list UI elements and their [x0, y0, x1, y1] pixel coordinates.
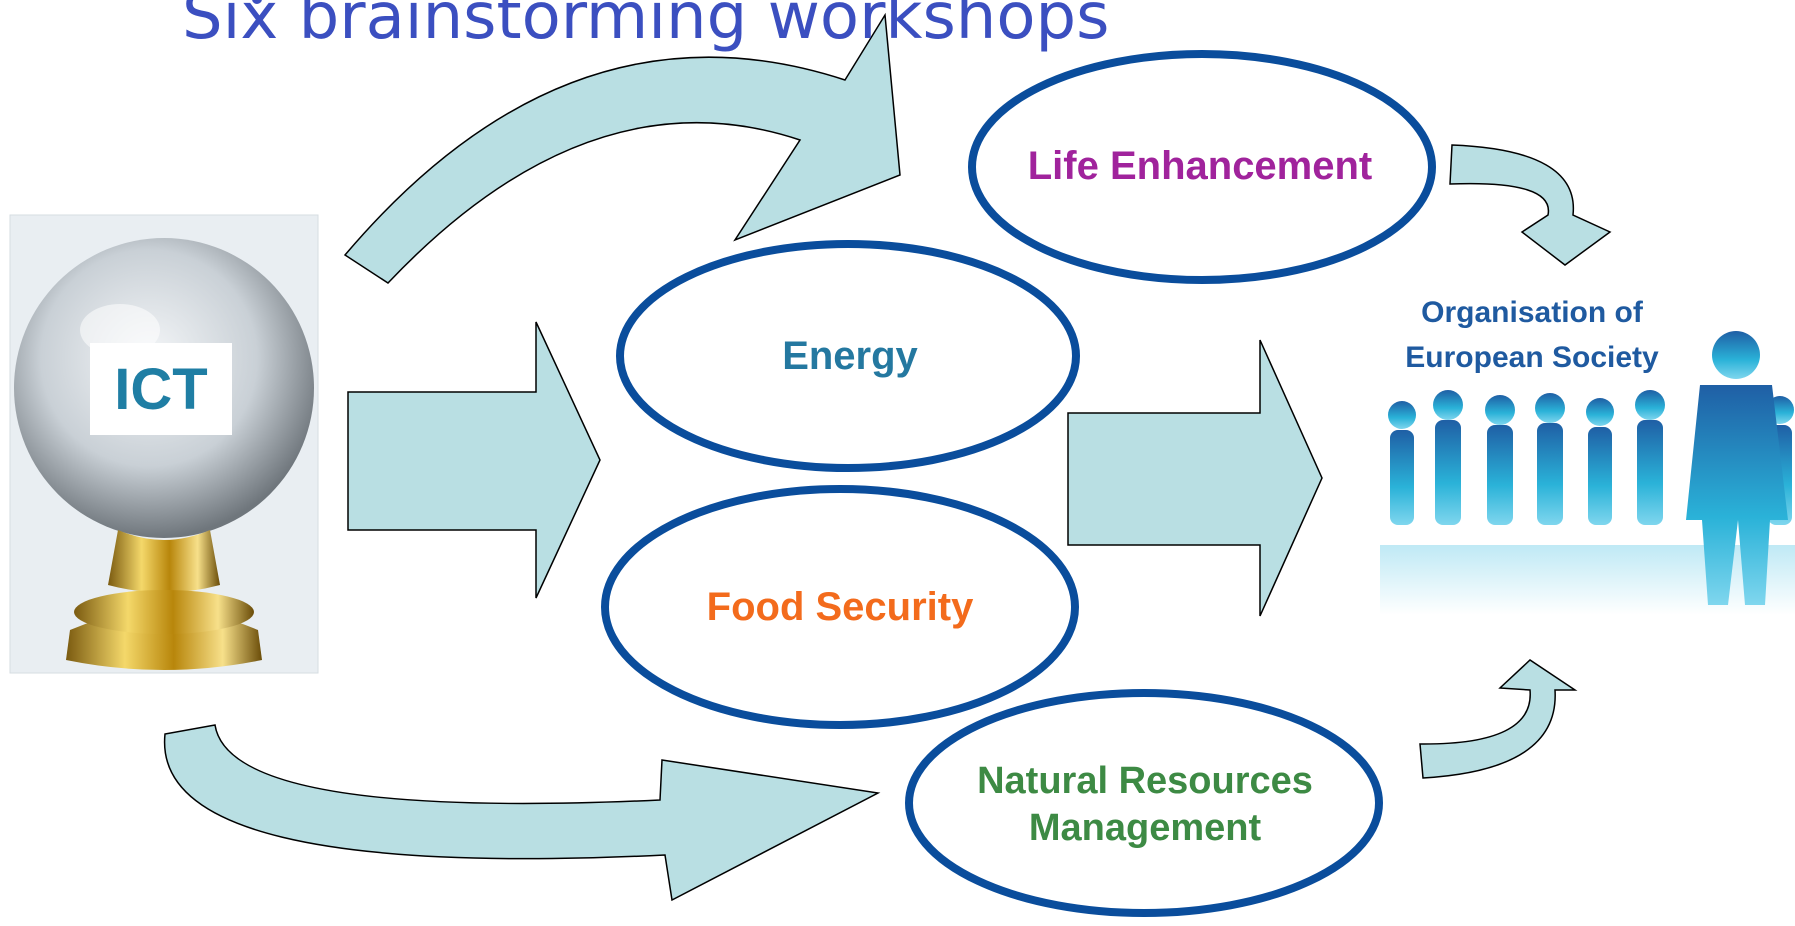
- food-security-label: Food Security: [706, 585, 974, 629]
- natural-resources-label: Natural Resources Management: [977, 759, 1313, 850]
- oval-natural-resources: [905, 689, 1383, 917]
- society-people-image: [1380, 331, 1795, 615]
- arrow-natural-to-society: [1419, 659, 1578, 779]
- bullet-icon: [252, 0, 262, 4]
- arrow-ict-to-workshops: [347, 321, 601, 599]
- oval-energy: [616, 240, 1080, 472]
- ict-label: ICT: [90, 343, 232, 435]
- arrow-life-to-society: [1449, 144, 1612, 266]
- curved-arrow-top: [343, 12, 901, 284]
- society-label: Organisation of European Society: [1405, 296, 1659, 374]
- crystal-ball-image: [9, 214, 319, 674]
- slide-title-text: Six brainstorming workshops: [182, 0, 1110, 54]
- slide-title: Six brainstorming workshops: [120, 0, 1420, 62]
- oval-life-enhancement: [968, 50, 1436, 284]
- oval-food-security: [601, 485, 1079, 729]
- arrow-workshops-to-society: [1067, 339, 1323, 617]
- life-enhancement-label: Life Enhancement: [1027, 144, 1373, 188]
- energy-label: Energy: [782, 334, 918, 378]
- curved-arrow-bottom: [163, 724, 881, 902]
